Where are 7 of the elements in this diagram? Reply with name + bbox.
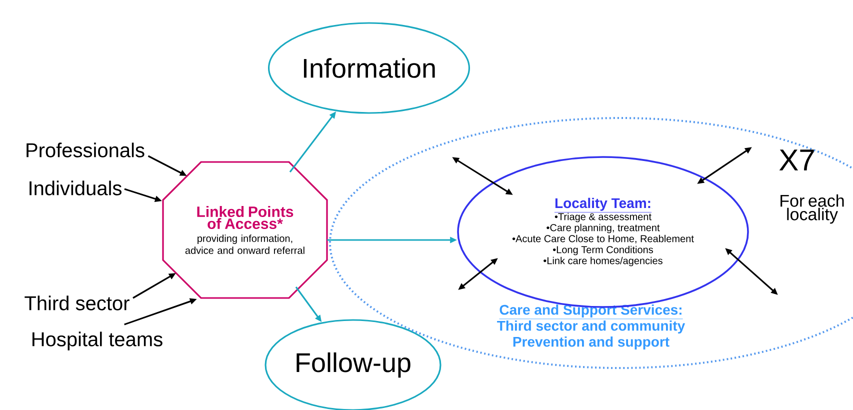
access-octagon: Linked Points of Access* providing information, advice and onward referral	[162, 161, 328, 299]
multiplier-label: X7	[779, 150, 814, 170]
source-label: Individuals	[30, 180, 122, 196]
source-label: Professionals	[26, 142, 144, 158]
source-label: Third sector	[24, 296, 130, 310]
locality-note: For each locality	[780, 194, 844, 224]
source-label: Hospital teams	[32, 332, 162, 350]
